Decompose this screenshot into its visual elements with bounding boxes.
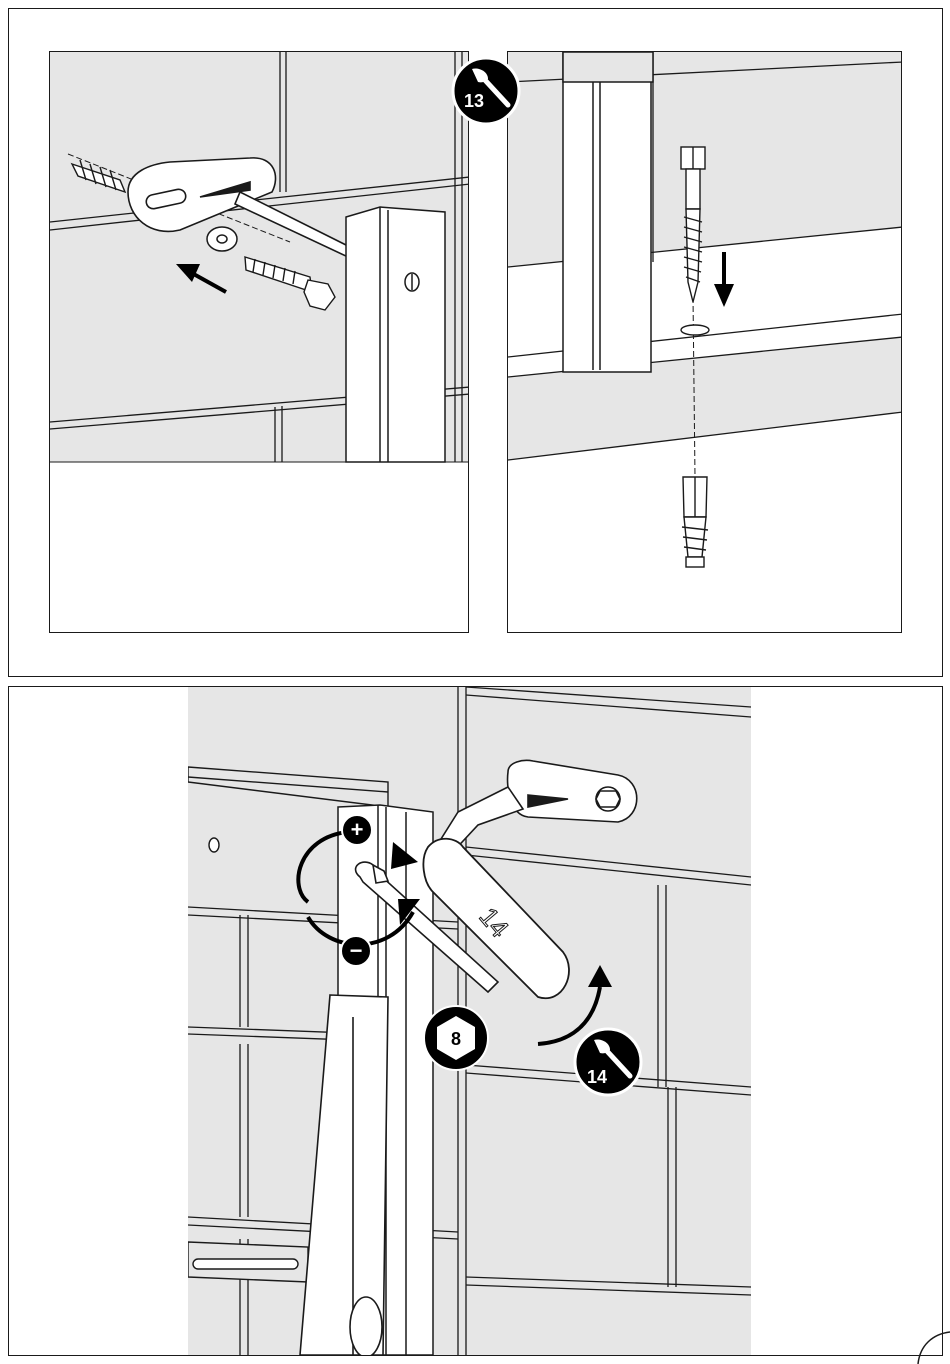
frame-upright — [346, 207, 445, 462]
tool-size-label: 14 — [587, 1067, 607, 1087]
tool-badge-13: 13 — [450, 55, 522, 127]
illustration-panel-floor — [507, 51, 902, 633]
hex-key-size-badge: 8 — [422, 1004, 490, 1072]
floor-plug — [682, 477, 708, 567]
insert-direction-arrow — [714, 252, 734, 307]
tighten-symbol: + — [341, 814, 373, 846]
hex-size-label: 8 — [451, 1029, 461, 1049]
tool-badge-14: 14 — [572, 1026, 644, 1098]
washer — [681, 325, 709, 335]
frame-lower-rail — [188, 1242, 308, 1282]
plus-label: + — [351, 817, 364, 842]
washer — [207, 227, 237, 251]
tool-size-label: 13 — [464, 91, 484, 111]
minus-label: − — [350, 938, 363, 963]
page-corner-tab — [915, 1330, 950, 1364]
frame-post — [563, 52, 653, 372]
loosen-symbol: − — [340, 935, 372, 967]
illustration-panel-anchor — [49, 51, 469, 633]
